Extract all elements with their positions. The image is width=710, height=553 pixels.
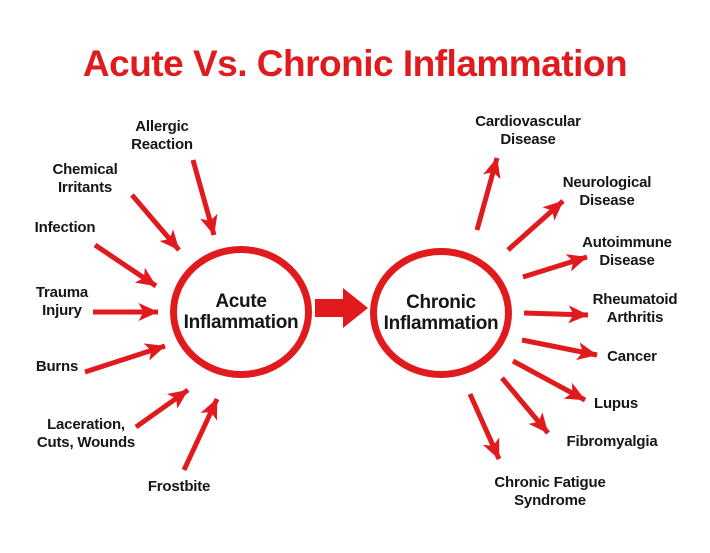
cause-arrow-laceration-cuts-wounds [134,387,190,430]
outcome-arrow-chronic-fatigue-syndrome [467,392,502,461]
cause-arrow-allergic-reaction [190,159,218,236]
cause-label-laceration-cuts-wounds: Laceration, Cuts, Wounds [36,416,136,451]
outcome-label-rheumatoid-arthritis: Rheumatoid Arthritis [592,291,678,326]
outcome-label-neurological-disease: Neurological Disease [562,174,652,209]
cause-label-chemical-irritants: Chemical Irritants [52,161,118,196]
outcome-arrow-autoimmune-disease [522,254,588,280]
acute-to-chronic-arrow-icon [315,288,368,328]
cause-label-frostbite: Frostbite [147,478,211,495]
cause-arrow-infection [93,242,158,289]
outcome-arrow-cardiovascular-disease [474,157,501,231]
outcome-arrow-fibromyalgia [500,376,550,435]
chronic-inflammation-node: Chronic Inflammation [370,248,512,378]
outcome-label-chronic-fatigue-syndrome: Chronic Fatigue Syndrome [494,474,606,509]
cause-arrow-burns [84,343,166,375]
cause-arrow-frostbite [181,397,220,472]
outcome-label-fibromyalgia: Fibromyalgia [566,433,658,450]
outcome-label-cardiovascular-disease: Cardiovascular Disease [475,113,581,148]
cause-outcome-arrows [84,157,598,472]
outcome-arrow-lupus [511,358,587,403]
cause-label-trauma-injury: Trauma Injury [35,284,89,319]
cause-label-infection: Infection [34,219,96,236]
outcome-label-lupus: Lupus [594,395,638,412]
page-title: Acute Vs. Chronic Inflammation [82,43,628,84]
outcome-label-cancer: Cancer [607,348,657,365]
outcome-arrow-rheumatoid-arthritis [523,305,589,324]
cause-arrow-chemical-irritants [130,193,181,252]
outcome-arrow-cancer [521,337,598,361]
cause-label-burns: Burns [35,358,79,375]
outcome-label-autoimmune-disease: Autoimmune Disease [582,234,672,269]
cause-label-allergic-reaction: Allergic Reaction [131,118,193,153]
acute-inflammation-node: Acute Inflammation [170,246,312,378]
outcome-arrow-neurological-disease [506,199,565,252]
